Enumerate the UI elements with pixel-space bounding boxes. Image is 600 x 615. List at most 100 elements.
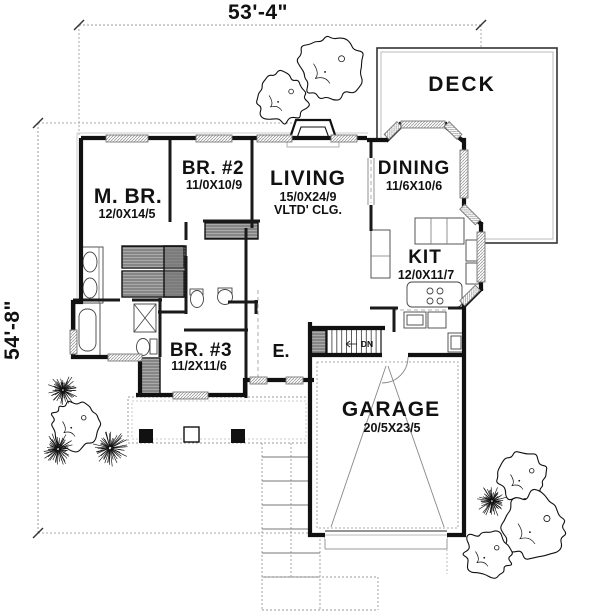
room-label-mbr-size: 12/0X14/5 — [99, 207, 156, 221]
bush-spine — [111, 444, 128, 449]
fireplace-outline — [288, 118, 338, 140]
bushes — [43, 376, 507, 516]
bush-spine — [63, 390, 67, 399]
bush-spine — [43, 448, 57, 452]
room-labels: DECKDINING11/6X10/6LIVING15/0X24/9VLTD' … — [94, 73, 494, 435]
bush-spine — [111, 447, 122, 451]
bush-spine — [58, 449, 70, 457]
bush-spine — [50, 447, 58, 450]
bush-spine — [49, 441, 58, 449]
bush-spine — [492, 501, 503, 505]
window — [459, 149, 469, 199]
room-label-br2: BR. #2 — [182, 158, 244, 179]
dimension-label-height: 54'-8" — [1, 300, 24, 360]
garage-inner-line — [316, 361, 459, 529]
fixture-rect — [450, 335, 462, 350]
bush-spine — [63, 389, 72, 392]
window — [459, 284, 481, 307]
bush-spine — [110, 448, 119, 457]
tree-detail — [518, 479, 521, 482]
bush-spine — [62, 390, 65, 399]
bush-spine — [477, 498, 491, 502]
bush-spine — [63, 391, 73, 403]
tree-detail — [529, 468, 535, 474]
fixture-ellipse — [136, 338, 150, 356]
bush-spine — [481, 501, 492, 507]
dimension-label-width: 53'-4" — [228, 1, 288, 24]
dimension-tick — [475, 19, 487, 31]
window — [400, 120, 446, 129]
bush-spine — [44, 449, 57, 459]
bush-spine — [58, 442, 65, 449]
bush-spine — [55, 450, 59, 463]
bush-spine — [109, 449, 113, 467]
porch-outline — [127, 396, 311, 444]
bush-spine — [58, 450, 64, 465]
dn-arrow — [345, 340, 351, 345]
garage-diagonal — [330, 365, 387, 528]
room-label-living: LIVING — [270, 167, 346, 190]
fixture-circle — [436, 287, 444, 295]
tree-detail — [494, 545, 500, 551]
bush-spine — [58, 450, 66, 464]
window — [105, 134, 149, 143]
bush-spine — [63, 390, 75, 398]
bush-spine — [478, 501, 491, 510]
bush-spine — [487, 489, 492, 500]
bush-spine — [64, 385, 75, 390]
room-label-garage-size: 20/5X23/5 — [364, 421, 421, 435]
tree-canopy — [500, 488, 567, 560]
bush-spine — [59, 390, 63, 397]
tree-detail — [338, 55, 345, 63]
room-label-kit-size: 12/0X11/7 — [398, 268, 454, 282]
bush-spine — [47, 449, 58, 461]
bush-spine — [58, 448, 68, 452]
bush-spine — [485, 501, 492, 507]
bush-spine — [61, 391, 64, 405]
tree-detail — [483, 556, 486, 559]
house-footprint — [73, 125, 481, 535]
bush-spine — [492, 502, 499, 516]
bush-spine — [64, 389, 77, 392]
fixture-rect — [414, 217, 465, 245]
bush-spine — [107, 449, 111, 463]
garage-details — [316, 356, 459, 529]
porch-inner-line — [131, 400, 307, 440]
tree-canopy — [256, 69, 310, 125]
bush-spine — [492, 501, 498, 509]
fixture-circle — [426, 287, 434, 295]
porch-column — [183, 426, 200, 443]
bush-spine — [492, 500, 503, 503]
window — [330, 134, 358, 143]
bush-spine — [48, 389, 62, 394]
bush-spine — [55, 436, 59, 448]
bush-spine — [58, 447, 69, 450]
fixture-ellipse — [190, 290, 204, 308]
bush-spine — [58, 441, 70, 449]
bush-spine — [104, 449, 110, 464]
stairs — [326, 328, 382, 355]
fixture-circle — [426, 297, 434, 305]
bush-spine — [64, 390, 77, 397]
window — [383, 121, 403, 140]
bush-spine — [111, 448, 127, 457]
bush-spine — [58, 449, 65, 457]
tree-detail — [288, 88, 294, 95]
dimension-tick — [32, 117, 44, 129]
bush-spine — [109, 438, 113, 448]
window — [69, 329, 78, 355]
bush-spine — [485, 494, 492, 501]
bush-spine — [492, 501, 503, 506]
bush-spine — [492, 493, 499, 501]
room-label-kit: KIT — [408, 247, 442, 268]
bush-spine — [109, 431, 112, 447]
tree-detail — [517, 523, 536, 545]
room-label-living-ceiling: VLTD' CLG. — [274, 203, 342, 217]
bush-spine — [49, 442, 58, 449]
bush-spine — [110, 435, 123, 447]
bush-spine — [493, 496, 507, 501]
bush-spine — [100, 442, 110, 448]
room-label-br2-size: 11/0X10/9 — [186, 178, 242, 192]
window — [107, 353, 143, 362]
bush-spine — [56, 450, 59, 465]
